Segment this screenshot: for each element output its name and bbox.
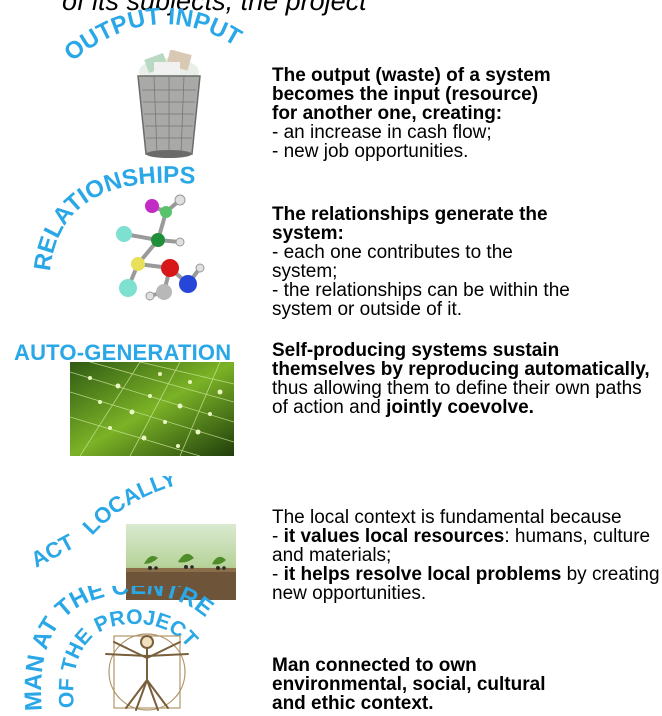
desc-text: thus allowing them to define their own p… bbox=[272, 378, 642, 418]
act-locally-description: The local context is fundamental because… bbox=[272, 508, 660, 603]
dewdrop-web-icon bbox=[70, 362, 234, 456]
output-input-description: The output (waste) of a system becomes t… bbox=[272, 66, 660, 161]
desc-line: - each one contributes to the bbox=[272, 242, 513, 263]
man-centre-label: MAN AT THE CENTRE OF THE PROJECT bbox=[20, 586, 219, 712]
vitruvian-man-icon bbox=[105, 633, 189, 711]
desc-line: system or outside of it. bbox=[272, 299, 463, 320]
auto-generation-label: AUTO-GENERATION bbox=[14, 340, 232, 365]
desc-line: for another one, creating: bbox=[272, 103, 503, 124]
output-input-label: OUTPUT INPUT bbox=[60, 3, 246, 67]
man-centre-description: Man connected to own environmental, soci… bbox=[272, 656, 660, 713]
desc-text: - bbox=[272, 564, 284, 585]
molecule-icon bbox=[116, 194, 205, 301]
desc-text: - bbox=[272, 526, 284, 547]
relationships-description: The relationships generate the system: -… bbox=[272, 205, 660, 319]
desc-line: system; bbox=[272, 261, 338, 282]
desc-text: : humans, culture and materials; bbox=[272, 526, 651, 566]
desc-line: The output (waste) of a system bbox=[272, 65, 551, 86]
desc-line: system: bbox=[272, 223, 344, 244]
desc-bold: jointly coevolve. bbox=[386, 397, 534, 418]
trash-bin-icon bbox=[137, 50, 201, 158]
desc-text: The local context is fundamental because bbox=[272, 507, 622, 528]
desc-text: by creating new opportunities. bbox=[272, 564, 660, 604]
desc-line: environmental, social, cultural bbox=[272, 674, 546, 695]
desc-line: Man connected to own bbox=[272, 655, 477, 676]
desc-line: - an increase in cash flow; bbox=[272, 122, 492, 143]
desc-line: The relationships generate the bbox=[272, 204, 548, 225]
desc-line: - new job opportunities. bbox=[272, 141, 469, 162]
top-cut-off-text: of its subjects, the project bbox=[62, 0, 367, 16]
desc-line: becomes the input (resource) bbox=[272, 84, 539, 105]
desc-line: - the relationships can be within the bbox=[272, 280, 570, 301]
desc-bold: it values local resources bbox=[283, 526, 505, 547]
auto-generation-description: Self-producing systems sustain themselve… bbox=[272, 341, 660, 417]
desc-bold: automatically, bbox=[524, 359, 650, 380]
svg-text:ACT: ACT bbox=[28, 529, 79, 573]
act-label-text: ACT bbox=[28, 529, 79, 573]
desc-line: and ethic context. bbox=[272, 693, 434, 714]
desc-bold: it helps resolve local problems bbox=[283, 564, 562, 585]
ants-on-soil-icon bbox=[126, 524, 236, 600]
desc-bold: Self-producing systems sustain themselve… bbox=[272, 340, 560, 380]
